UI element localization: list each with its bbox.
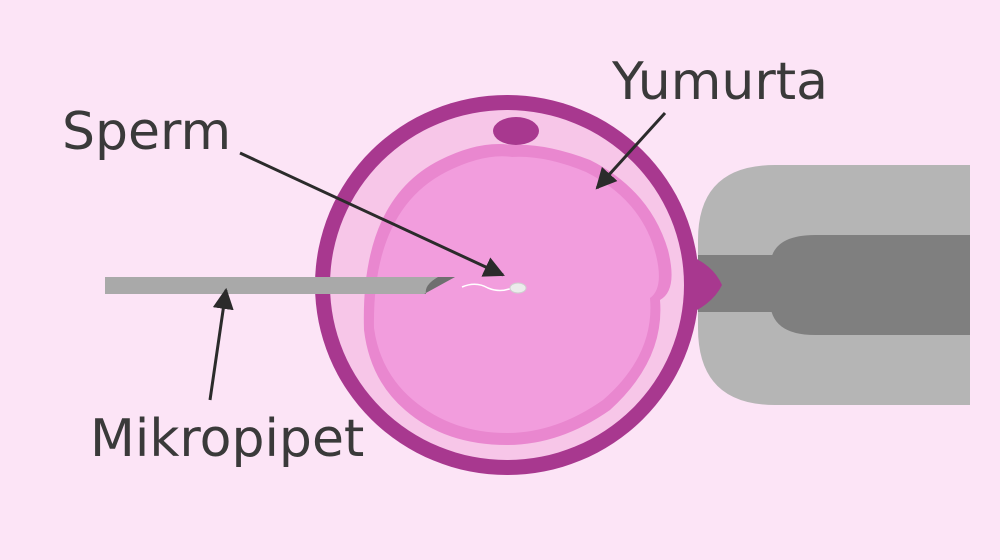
egg-label: Yumurta [611, 52, 828, 112]
micropipette [105, 277, 455, 294]
sperm-tail [461, 283, 513, 292]
polar-body [493, 117, 539, 145]
sperm-label: Sperm [62, 102, 231, 162]
micropipette-shaft [105, 277, 455, 294]
micropipette-arrow [208, 287, 234, 401]
holding-pipette-inner [770, 235, 970, 335]
egg-arrow [595, 111, 667, 190]
holding-pipette [698, 165, 970, 405]
sperm-arrow [239, 151, 505, 277]
micropipette-label: Mikropipet [90, 409, 364, 469]
micropipette-tip [424, 277, 455, 294]
holding-pipette-channel [698, 255, 780, 312]
egg-cell [315, 95, 722, 475]
ooplasm [373, 156, 659, 433]
sperm-cell [461, 282, 527, 294]
sperm-head [509, 282, 527, 294]
